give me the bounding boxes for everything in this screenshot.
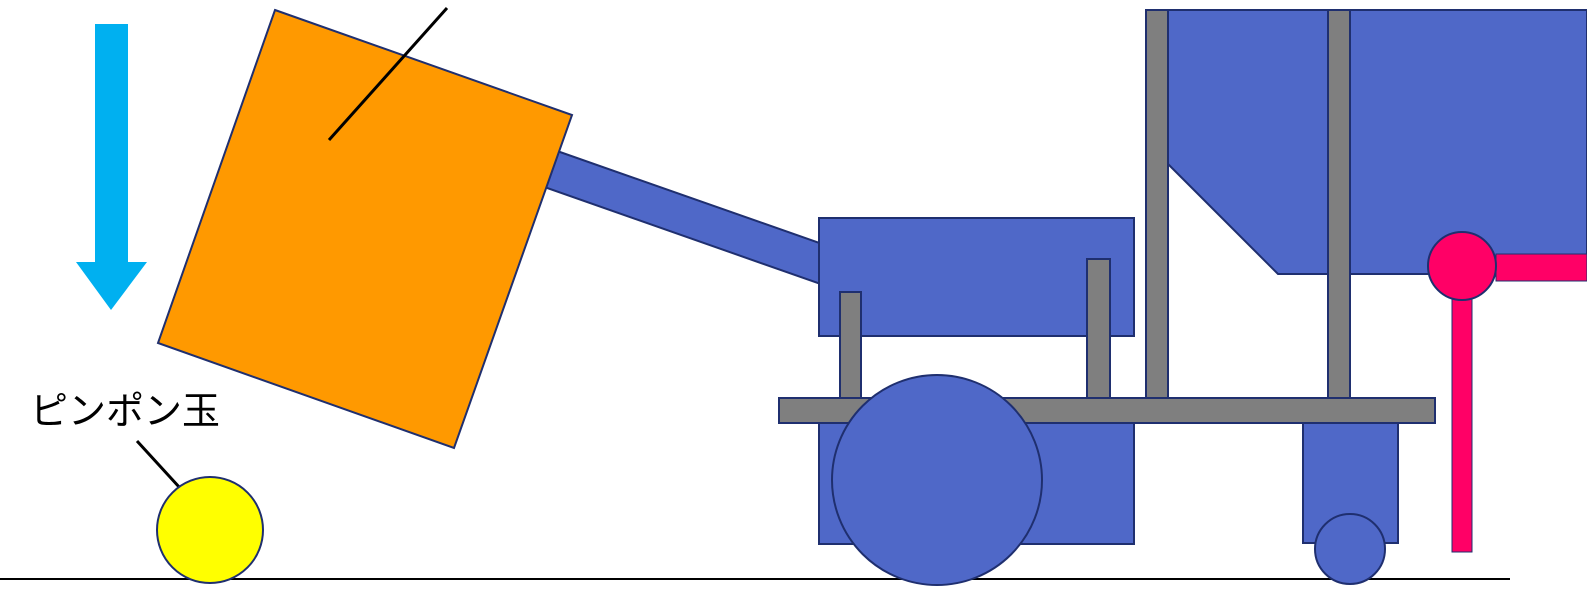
ping-pong-ball [156, 476, 264, 584]
frame-post-2 [1086, 258, 1111, 399]
frame-post-4 [1327, 9, 1351, 399]
bucket [156, 8, 574, 450]
actuator-rod-vertical [1451, 295, 1473, 553]
bucket-leader-line [327, 7, 449, 141]
frame-post-3 [1145, 9, 1169, 399]
ball-label: ピンポン玉 [30, 389, 220, 433]
down-arrow-icon [76, 24, 147, 310]
actuator-joint [1427, 231, 1497, 301]
ball-leader-line [135, 439, 182, 490]
hopper [1145, 9, 1587, 275]
actuator-rod-horizontal [1495, 253, 1587, 282]
frame-post-1 [839, 291, 862, 399]
front-wheel [831, 374, 1043, 586]
rear-wheel [1314, 513, 1386, 585]
upper-body-box [818, 217, 1135, 337]
